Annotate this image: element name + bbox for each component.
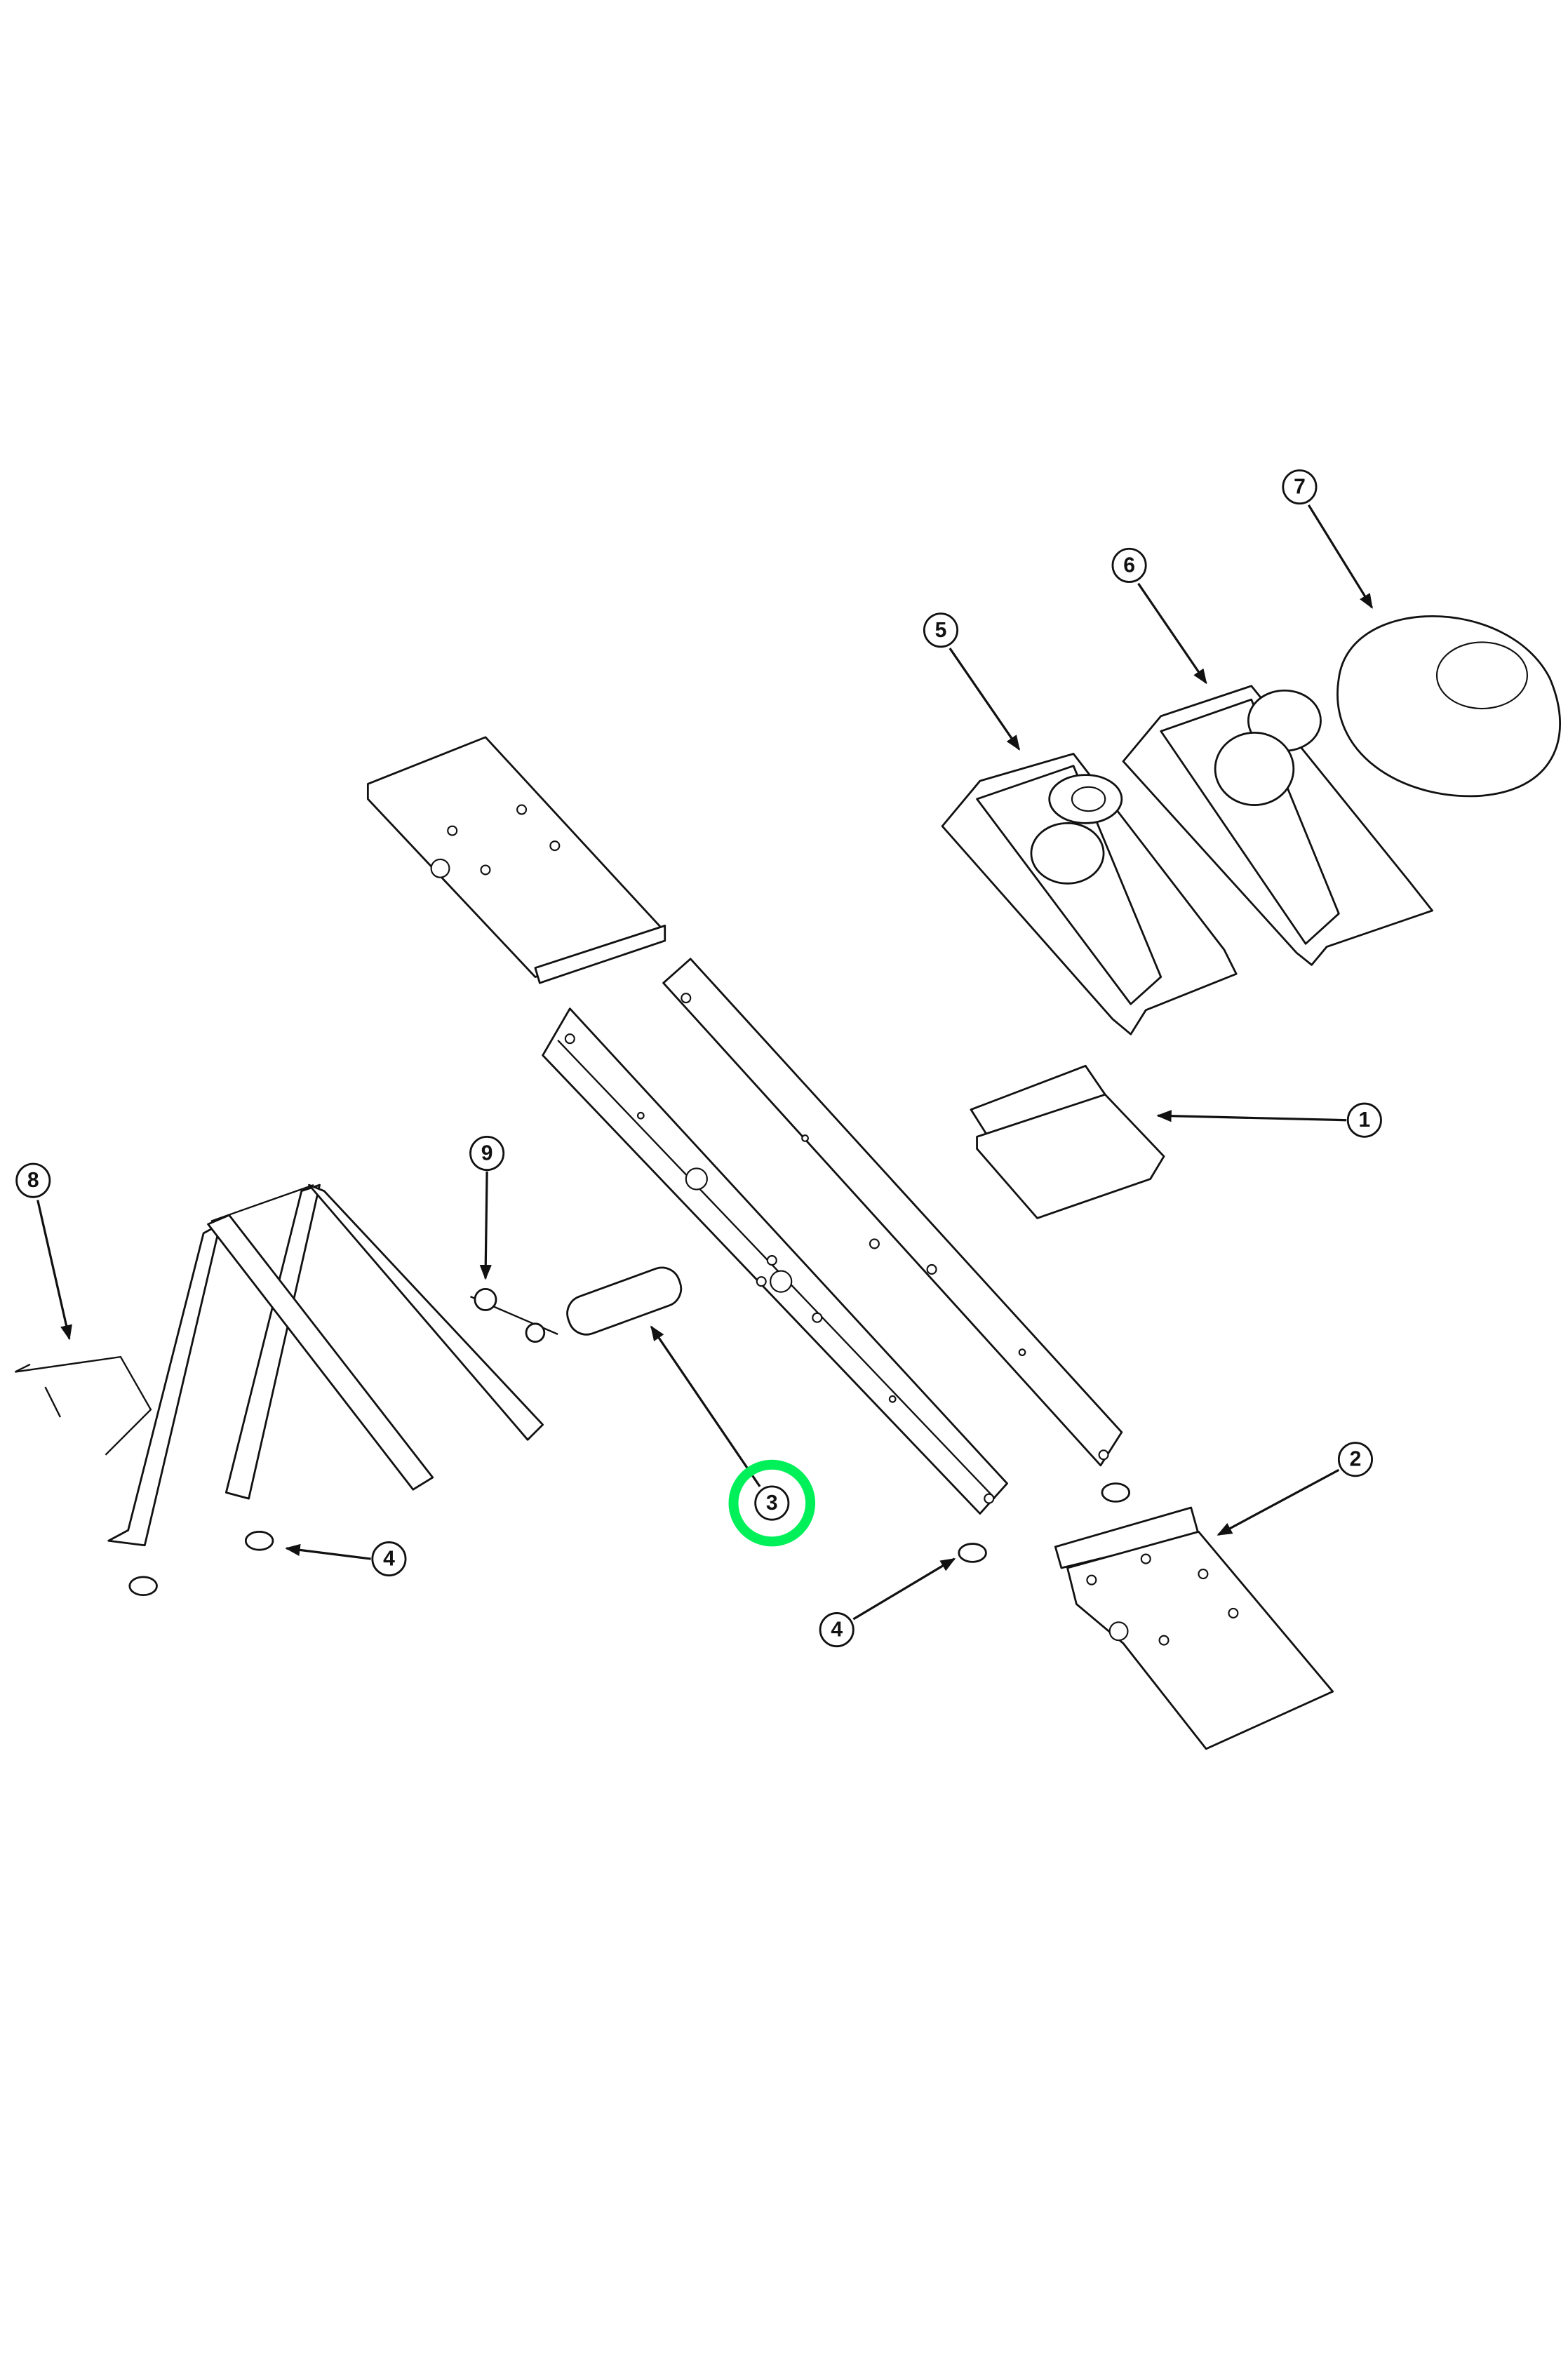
cover-part-7	[1336, 615, 1561, 798]
callout-8: 8	[15, 1162, 51, 1198]
callout-1: 1	[1346, 1102, 1382, 1138]
callout-label: 8	[27, 1169, 39, 1192]
leader-arrows	[36, 504, 1373, 1621]
callout-3: 3	[754, 1485, 790, 1521]
plate-part-2	[1054, 1506, 1334, 1750]
callout-label: 9	[481, 1141, 493, 1165]
callout-7: 7	[1282, 469, 1318, 505]
bracket-part-1	[970, 1064, 1165, 1219]
callout-label: 3	[766, 1491, 778, 1515]
spring-assembly	[470, 1266, 683, 1343]
callout-label: 2	[1350, 1448, 1362, 1471]
callout-label: 4	[383, 1548, 395, 1571]
callout-4a: 4	[371, 1541, 407, 1577]
callout-label: 7	[1294, 476, 1306, 499]
highlight-ring	[728, 1459, 816, 1547]
right-rail	[662, 958, 1123, 1467]
callout-label: 1	[1358, 1108, 1370, 1132]
callout-label: 4	[831, 1618, 843, 1642]
feeder-part-6	[1122, 685, 1433, 966]
stand-frame	[14, 1184, 544, 1547]
callout-9: 9	[469, 1135, 505, 1172]
callout-2: 2	[1337, 1442, 1373, 1477]
top-plate	[366, 736, 666, 984]
feeder-part-5	[941, 753, 1238, 1035]
callout-4b: 4	[819, 1612, 855, 1648]
callout-6: 6	[1111, 547, 1147, 583]
callout-5: 5	[923, 612, 959, 648]
left-rail	[542, 1007, 1008, 1515]
callout-label: 5	[935, 619, 947, 642]
callout-label: 6	[1123, 554, 1135, 577]
nuts	[128, 1482, 1130, 1597]
